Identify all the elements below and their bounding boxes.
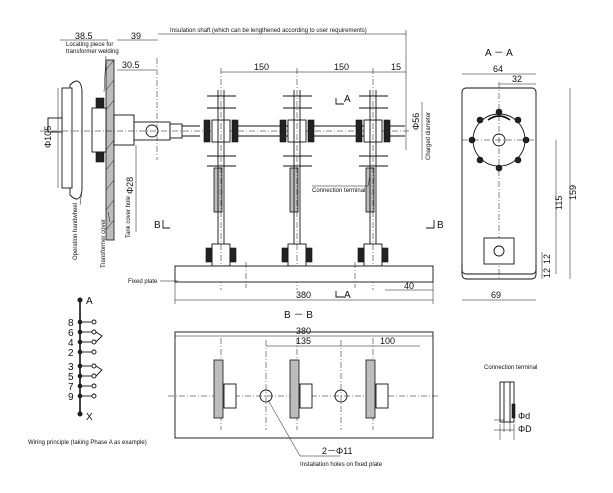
label-connection-terminal: Connection terminal bbox=[312, 188, 365, 194]
phase-1 bbox=[203, 90, 239, 267]
dim-30-5: 30.5 bbox=[122, 60, 140, 70]
wiring-terminal-a: A bbox=[86, 296, 93, 307]
wiring-tap-3: 3 bbox=[68, 362, 74, 373]
section-mark-b-left: B bbox=[154, 220, 161, 231]
section-aa-title: A － A bbox=[485, 48, 513, 59]
wiring-tap-5: 5 bbox=[68, 372, 74, 383]
wiring-tap-9: 9 bbox=[68, 392, 74, 403]
section-mark-b-right: B bbox=[437, 220, 444, 231]
bb-phase-3-contacts bbox=[365, 359, 376, 419]
dim-38-5: 38.5 bbox=[75, 31, 93, 41]
wiring-tap-6: 6 bbox=[68, 328, 74, 339]
label-operation-handwheel: Operation handwheel bbox=[73, 203, 79, 260]
section-a-top-mark bbox=[335, 98, 344, 105]
wiring-link-upper bbox=[95, 331, 103, 343]
dim-135: 135 bbox=[296, 336, 311, 346]
dim-69: 69 bbox=[491, 290, 501, 300]
transformer-cover bbox=[105, 59, 115, 241]
wiring-tap-2: 2 bbox=[68, 348, 74, 359]
section-bb-title: B － B bbox=[284, 310, 313, 321]
label-insulation-shaft: Insulation shaft (which can be lengthene… bbox=[170, 28, 367, 34]
mounting-flange bbox=[91, 107, 107, 153]
handwheel-hub bbox=[47, 117, 63, 133]
dim-32: 32 bbox=[512, 74, 522, 84]
section-a-bottom-mark bbox=[335, 291, 344, 298]
dim-phi-105: Φ105 bbox=[43, 126, 53, 148]
dim-380-bottom: 380 bbox=[296, 326, 311, 336]
section-b-right-mark bbox=[426, 220, 435, 229]
dim-phi-56: Φ56 bbox=[411, 113, 421, 130]
wiring-tap-4: 4 bbox=[68, 338, 74, 349]
label-locating-piece-line-2: transformer welding bbox=[66, 49, 119, 55]
label-transformer-cover: Transformer cover bbox=[101, 219, 107, 268]
label-charged-diameter: Charged diameter bbox=[426, 112, 432, 160]
dim-phi-d: Φd bbox=[518, 411, 530, 421]
terminal-detail-body bbox=[499, 381, 515, 423]
wiring-tap-8: 8 bbox=[68, 318, 74, 329]
aa-base-plate bbox=[461, 264, 537, 280]
section-mark-a-bottom: A bbox=[344, 290, 351, 301]
dim-115: 115 bbox=[554, 196, 564, 210]
label-tank-cover-hole: Tank cover hole bbox=[126, 195, 132, 238]
wiring-terminal-x: X bbox=[86, 412, 93, 423]
section-mark-a-top: A bbox=[344, 94, 351, 105]
main-elevation: 38.5 39 Insulation shaft (which can be l… bbox=[40, 28, 444, 304]
dim-380-top: 380 bbox=[296, 290, 311, 300]
tank-cover-hole-boss bbox=[113, 114, 135, 146]
section-b-left-mark bbox=[162, 220, 170, 229]
handwheel-body bbox=[61, 87, 73, 189]
dim-15: 15 bbox=[391, 62, 401, 72]
dim-159: 159 bbox=[568, 185, 578, 200]
dim-64: 64 bbox=[493, 64, 503, 74]
dim-phi-D: ΦD bbox=[518, 424, 532, 434]
wiring-link-lower bbox=[95, 365, 103, 377]
label-installation-holes: Installation holes on fixed plate bbox=[300, 462, 383, 468]
wiring-diagram: A X 8 6 4 2 3 5 7 9 Wiring principle (ta… bbox=[28, 296, 147, 446]
dim-39: 39 bbox=[131, 31, 141, 41]
label-wiring-principle: Wiring principle (taking Phase A as exam… bbox=[28, 440, 147, 446]
section-bb-view: B － B 380 135 100 2－Φ11 Installation hol… bbox=[168, 310, 440, 468]
wiring-tap-7: 7 bbox=[68, 382, 74, 393]
bb-phase-1-contacts bbox=[213, 359, 224, 419]
dim-40: 40 bbox=[404, 281, 414, 291]
bb-mounting-hole-1 bbox=[259, 389, 273, 403]
fixed-plate bbox=[174, 265, 434, 283]
dim-150-a: 150 bbox=[254, 62, 269, 72]
dim-holes: 2－Φ11 bbox=[322, 446, 353, 456]
dim-12-b: 12 bbox=[542, 268, 552, 278]
dim-150-b: 150 bbox=[334, 62, 349, 72]
dim-phi-28: Φ28 bbox=[125, 177, 135, 194]
label-locating-piece-line-1: Locating piece for bbox=[66, 42, 113, 48]
label-fixed-plate: Fixed plate bbox=[128, 279, 158, 285]
dim-12-a: 12 bbox=[542, 254, 552, 264]
section-aa-view: A － A 64 32 115 159 12 12 69 bbox=[461, 48, 578, 301]
aa-terminal-block bbox=[483, 237, 515, 265]
label-connection-terminal-detail: Connection terminal bbox=[484, 365, 537, 371]
connection-terminal-detail: Connection terminal Φd ΦD bbox=[484, 365, 537, 440]
phase-2 bbox=[279, 90, 315, 267]
bb-mounting-hole-2 bbox=[334, 389, 348, 403]
bb-phase-2-contacts bbox=[289, 359, 300, 419]
dim-100: 100 bbox=[380, 336, 395, 346]
